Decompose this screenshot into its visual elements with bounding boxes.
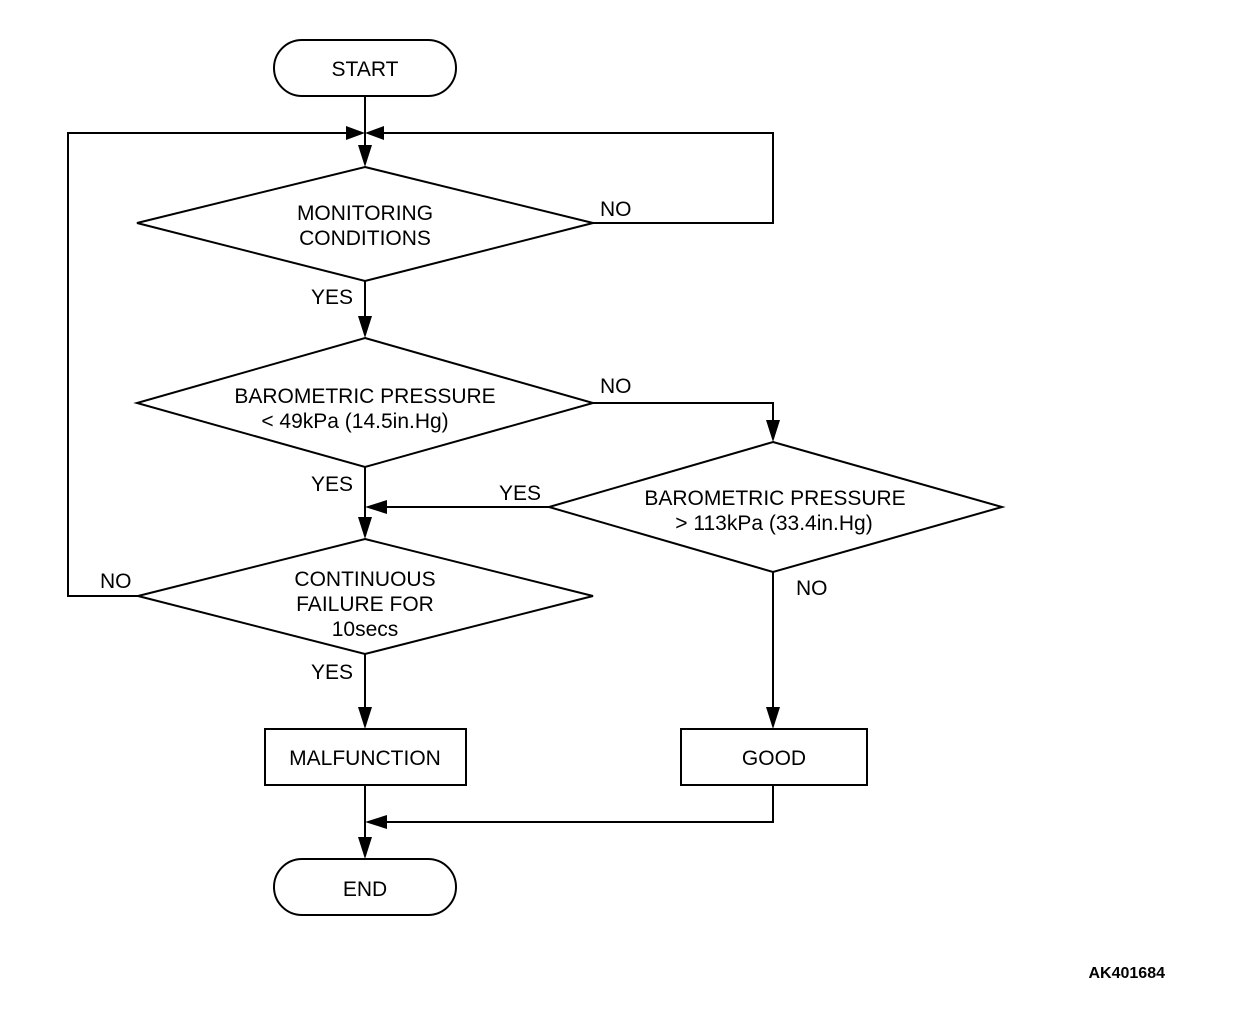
baro-low-line-1: BAROMETRIC PRESSURE xyxy=(234,385,495,408)
baro-low-line-2: < 49kPa (14.5in.Hg) xyxy=(261,410,448,433)
end-terminator: END xyxy=(273,858,457,916)
monitoring-no-label: NO xyxy=(600,198,632,221)
continuous-yes-label: YES xyxy=(311,661,353,684)
arrowhead-into-malfunction xyxy=(358,707,372,729)
decision-continuous-failure: CONTINUOUS FAILURE FOR 10secs xyxy=(137,537,594,656)
continuous-no-label: NO xyxy=(100,570,132,593)
arrowhead-good-merge xyxy=(365,815,387,829)
arrowhead-into-continuous xyxy=(358,517,372,539)
connector-monitoring-no-loop xyxy=(380,132,774,224)
baro-high-line-1: BAROMETRIC PRESSURE xyxy=(644,487,905,510)
connector-continuous-no-loop xyxy=(67,132,350,597)
good-box: GOOD xyxy=(680,728,868,786)
baro-high-yes-label: YES xyxy=(499,482,541,505)
decision-baro-high: BAROMETRIC PRESSURE > 113kPa (33.4in.Hg) xyxy=(545,440,1006,574)
baro-high-no-label: NO xyxy=(796,577,828,600)
start-terminator: START xyxy=(273,39,457,97)
arrowhead-into-monitoring xyxy=(358,145,372,167)
continuous-line-1: CONTINUOUS xyxy=(294,568,435,591)
baro-low-no-label: NO xyxy=(600,375,632,398)
decision-monitoring-conditions: MONITORING CONDITIONS xyxy=(136,165,594,283)
continuous-line-2: FAILURE FOR xyxy=(296,593,434,616)
figure-code: AK401684 xyxy=(1089,965,1166,982)
arrowhead-into-good xyxy=(766,707,780,729)
malfunction-box: MALFUNCTION xyxy=(264,728,467,786)
continuous-line-3: 10secs xyxy=(332,618,399,641)
good-label: GOOD xyxy=(742,747,806,770)
arrowhead-right-loop xyxy=(365,126,384,140)
arrowhead-left-loop xyxy=(346,126,365,140)
arrowhead-into-end xyxy=(358,837,372,859)
decision-baro-low: BAROMETRIC PRESSURE < 49kPa (14.5in.Hg) xyxy=(133,336,597,469)
arrowhead-into-baro-low xyxy=(358,316,372,338)
end-label: END xyxy=(343,878,387,901)
monitoring-yes-label: YES xyxy=(311,286,353,309)
start-label: START xyxy=(332,58,399,81)
baro-low-yes-label: YES xyxy=(311,473,353,496)
arrowhead-into-baro-high xyxy=(766,420,780,442)
monitoring-line-1: MONITORING xyxy=(297,202,433,225)
arrowhead-baro-high-yes xyxy=(365,500,387,514)
baro-high-line-2: > 113kPa (33.4in.Hg) xyxy=(675,512,872,535)
connector-baro-low-no xyxy=(593,402,774,422)
connector-good-to-end xyxy=(385,785,774,823)
monitoring-line-2: CONDITIONS xyxy=(299,227,431,250)
malfunction-label: MALFUNCTION xyxy=(289,747,441,770)
